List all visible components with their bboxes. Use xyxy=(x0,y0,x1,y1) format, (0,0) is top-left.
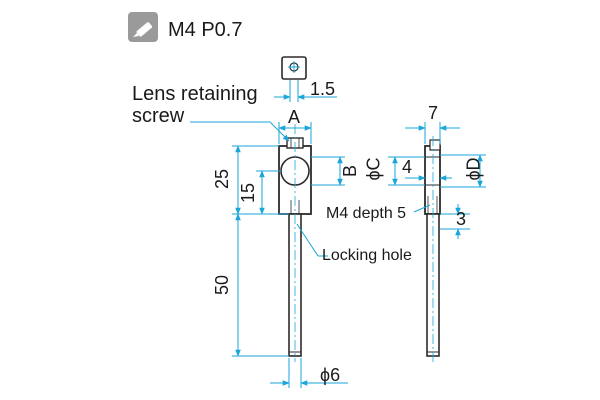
thread-spec-label: M4 P0.7 xyxy=(168,19,243,41)
dim-phi-d: ϕD xyxy=(463,157,484,181)
dim-50: 50 xyxy=(212,274,233,296)
dim-15: 15 xyxy=(238,182,259,204)
dim-1-5: 1.5 xyxy=(310,79,336,99)
dim-phi6: ϕ6 xyxy=(320,365,341,385)
screw-detail xyxy=(274,56,337,102)
dim-a: A xyxy=(288,107,301,127)
dim-4: 4 xyxy=(402,157,413,177)
screw-icon xyxy=(128,12,158,42)
dim-phi-c: ϕC xyxy=(363,157,384,181)
front-view xyxy=(190,121,348,388)
dim-7: 7 xyxy=(428,103,439,123)
lens-retaining-screw-label: Lens retaining xyxy=(132,83,258,105)
m4-depth-label: M4 depth 5 xyxy=(326,205,407,222)
lens-retaining-screw-label-2: screw xyxy=(132,105,185,127)
dim-b: B xyxy=(340,164,361,178)
dim-25: 25 xyxy=(212,168,233,190)
locking-hole-label: Locking hole xyxy=(322,247,412,264)
dim-3: 3 xyxy=(456,209,467,229)
side-view xyxy=(388,122,486,362)
